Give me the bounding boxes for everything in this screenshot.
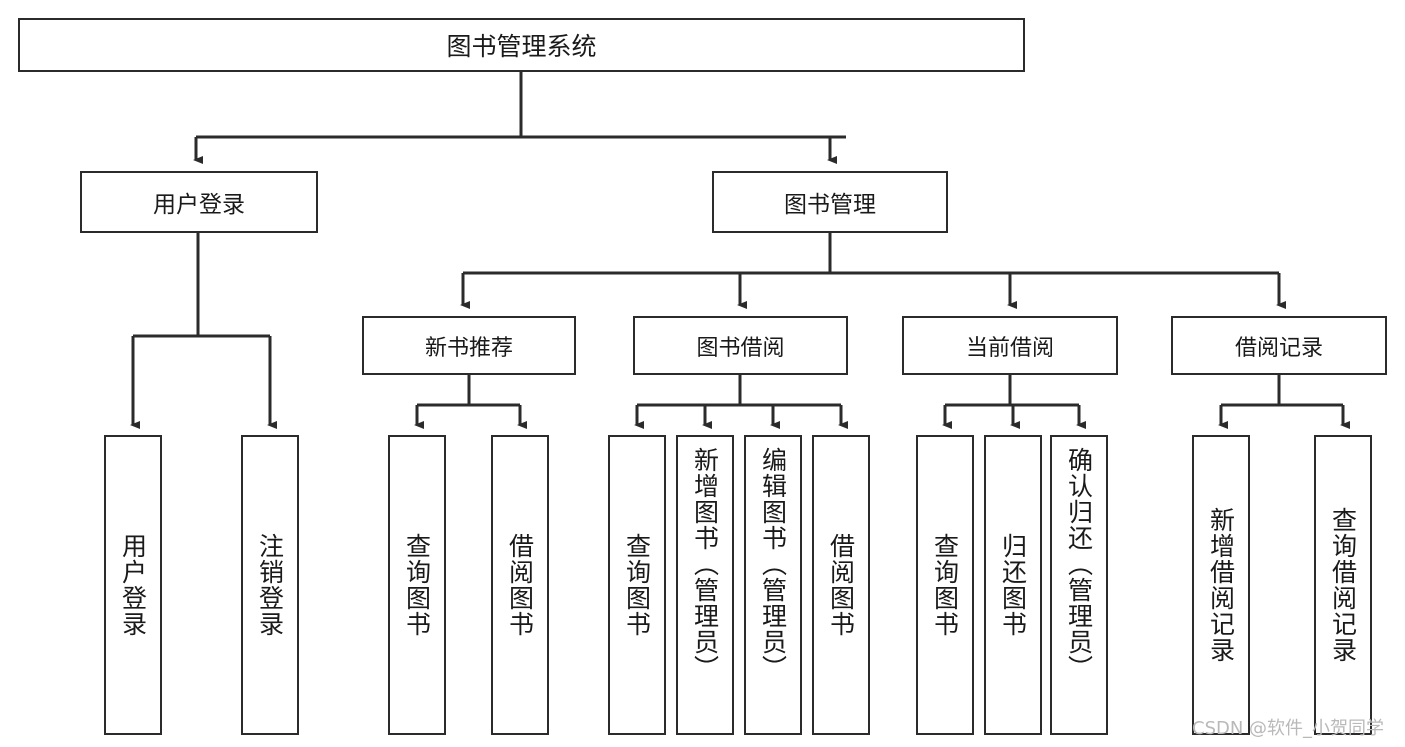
leaf-label: 确认归还（管理员） (1064, 447, 1094, 681)
node-label: 借阅记录 (1234, 335, 1323, 361)
node-label: 新书推荐 (424, 335, 513, 361)
node-root-library-system[interactable]: 图书管理系统 (18, 18, 1025, 72)
leaf-label: 新增图书（管理员） (690, 447, 720, 681)
leaf-label: 借阅图书 (826, 533, 856, 637)
leaf-query-book-current[interactable]: 查询图书 (916, 435, 974, 735)
leaf-user-login[interactable]: 用户登录 (104, 435, 162, 735)
leaf-confirm-return-admin[interactable]: 确认归还（管理员） (1050, 435, 1108, 735)
leaf-label: 编辑图书（管理员） (758, 447, 788, 681)
leaf-borrow-book[interactable]: 借阅图书 (812, 435, 870, 735)
node-label: 用户登录 (153, 192, 245, 218)
node-new-book-recommend[interactable]: 新书推荐 (362, 316, 576, 375)
node-label: 图书管理 (784, 192, 876, 218)
leaf-label: 借阅图书 (505, 533, 535, 637)
node-label: 图书管理系统 (446, 32, 597, 61)
node-label: 当前借阅 (965, 335, 1054, 361)
leaf-logout-login[interactable]: 注销登录 (241, 435, 299, 735)
leaf-add-book-admin[interactable]: 新增图书（管理员） (676, 435, 734, 735)
node-book-borrow[interactable]: 图书借阅 (633, 316, 848, 375)
leaf-label: 注销登录 (255, 533, 285, 637)
leaf-return-book[interactable]: 归还图书 (984, 435, 1042, 735)
leaf-label: 归还图书 (998, 533, 1028, 637)
leaf-label: 查询图书 (930, 533, 960, 637)
leaf-label: 用户登录 (118, 533, 148, 637)
node-current-borrow[interactable]: 当前借阅 (902, 316, 1118, 375)
leaf-add-borrow-record[interactable]: 新增借阅记录 (1192, 435, 1250, 735)
leaf-query-book-new[interactable]: 查询图书 (388, 435, 446, 735)
leaf-label: 查询图书 (622, 533, 652, 637)
leaf-query-borrow-record[interactable]: 查询借阅记录 (1314, 435, 1372, 735)
leaf-query-book-borrow[interactable]: 查询图书 (608, 435, 666, 735)
leaf-borrow-book-new[interactable]: 借阅图书 (491, 435, 549, 735)
leaf-edit-book-admin[interactable]: 编辑图书（管理员） (744, 435, 802, 735)
node-label: 图书借阅 (696, 335, 785, 361)
node-borrow-record[interactable]: 借阅记录 (1171, 316, 1387, 375)
node-book-management[interactable]: 图书管理 (712, 171, 948, 233)
leaf-label: 查询图书 (402, 533, 432, 637)
leaf-label: 新增借阅记录 (1206, 507, 1236, 663)
leaf-label: 查询借阅记录 (1328, 507, 1358, 663)
node-user-login[interactable]: 用户登录 (80, 171, 318, 233)
csdn-watermark: CSDN @软件_小贺同学 (1192, 718, 1385, 739)
